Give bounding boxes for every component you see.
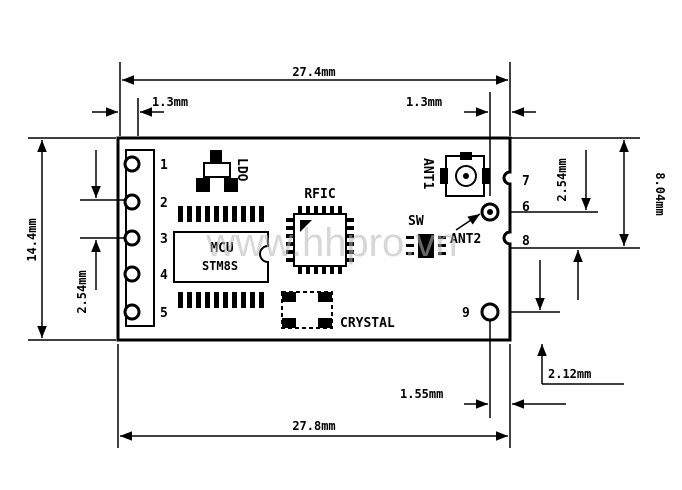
chip-pin — [223, 206, 228, 222]
chip-pin — [187, 292, 192, 308]
pin-label-8: 8 — [522, 234, 530, 249]
sw-label: SW — [408, 214, 424, 229]
pin-label-6: 6 — [522, 200, 530, 215]
chip-pin — [314, 206, 318, 214]
extension-lines — [28, 62, 640, 448]
chip-pin — [259, 292, 264, 308]
chip-pin — [196, 292, 201, 308]
dim-left-pitch: 2.54mm — [75, 270, 89, 313]
watermark-text: www.hhpro.vn — [205, 221, 457, 265]
chip-pin — [178, 292, 183, 308]
ant1-label: ANT1 — [420, 158, 435, 189]
crystal-label: CRYSTAL — [340, 316, 395, 331]
dim-right-pitch: 2.54mm — [555, 158, 569, 201]
board-outline — [116, 136, 512, 342]
dim-right-height: 8.04mm — [653, 172, 667, 215]
pin-label-7: 7 — [522, 174, 530, 189]
chip-pin — [241, 292, 246, 308]
pin-label-2: 2 — [160, 196, 168, 211]
chip-pin — [314, 266, 318, 274]
chip-pin — [286, 226, 294, 230]
rfic-label: RFIC — [304, 187, 335, 202]
chip-pin — [250, 206, 255, 222]
chip-pin — [286, 218, 294, 222]
chip-pin — [205, 206, 210, 222]
rfic-chip — [286, 206, 354, 274]
mcu-chip — [173, 206, 269, 308]
dim-left-inset: 1.3mm — [152, 95, 188, 109]
chip-pin — [346, 250, 354, 254]
sw-component — [406, 234, 446, 258]
dim-height: 14.4mm — [25, 218, 39, 261]
chip-pin — [346, 258, 354, 262]
chip-pin — [250, 292, 255, 308]
chip-pin — [298, 266, 302, 274]
right-pads — [480, 202, 500, 322]
chip-pin — [346, 242, 354, 246]
chip-pin — [205, 292, 210, 308]
chip-pin — [286, 258, 294, 262]
chip-pin — [322, 266, 326, 274]
chip-pin — [306, 266, 310, 274]
dim-top-width: 27.4mm — [292, 65, 335, 79]
chip-pin — [286, 250, 294, 254]
pin-label-4: 4 — [160, 268, 168, 283]
dim-bottom-right-offset: 2.12mm — [548, 367, 591, 381]
chip-pin — [298, 206, 302, 214]
pin-label-1: 1 — [160, 158, 168, 173]
ldo-label: LDO — [234, 158, 249, 182]
mcu-part-label: STM8S — [202, 259, 238, 273]
pin-header — [123, 149, 155, 327]
chip-pin — [214, 292, 219, 308]
chip-pin — [330, 266, 334, 274]
pin-label-3: 3 — [160, 232, 168, 247]
chip-pin — [286, 242, 294, 246]
crystal-component — [281, 291, 333, 329]
dim-bottom-inset: 1.55mm — [400, 387, 443, 401]
pin-label-5: 5 — [160, 306, 168, 321]
chip-pin — [232, 206, 237, 222]
chip-pin — [338, 206, 342, 214]
ldo-chip — [196, 150, 238, 192]
chip-pin — [306, 206, 310, 214]
chip-pin — [223, 292, 228, 308]
dim-bottom-width: 27.8mm — [292, 419, 335, 433]
chip-pin — [346, 218, 354, 222]
chip-pin — [187, 206, 192, 222]
chip-pin — [346, 226, 354, 230]
chip-pin — [346, 234, 354, 238]
chip-pin — [214, 206, 219, 222]
dimension-arrows — [37, 75, 629, 441]
chip-pin — [330, 206, 334, 214]
ant1-connector — [440, 152, 490, 197]
chip-pin — [196, 206, 201, 222]
ant2-label: ANT2 — [450, 232, 481, 247]
chip-pin — [259, 206, 264, 222]
chip-pin — [322, 206, 326, 214]
pin-label-9: 9 — [462, 306, 470, 321]
chip-pin — [286, 234, 294, 238]
dim-right-inset: 1.3mm — [406, 95, 442, 109]
chip-pin — [178, 206, 183, 222]
chip-pin — [241, 206, 246, 222]
chip-pin — [232, 292, 237, 308]
mcu-label: MCU — [210, 241, 234, 256]
chip-pin — [338, 266, 342, 274]
